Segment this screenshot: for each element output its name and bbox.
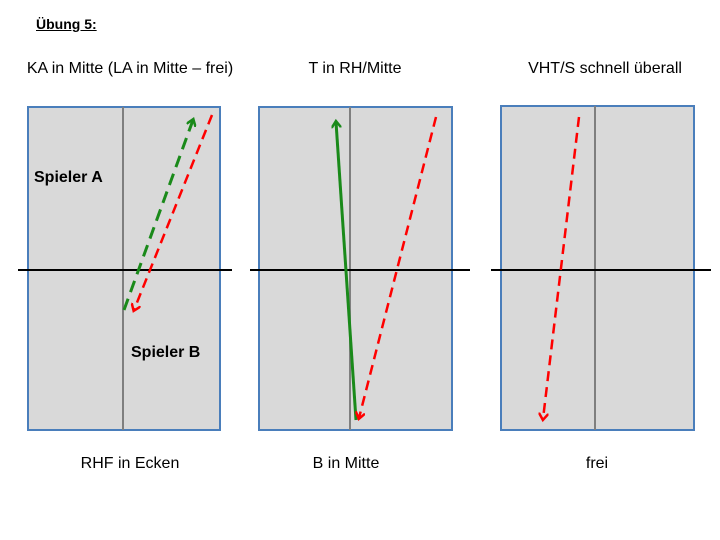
table-3 bbox=[491, 105, 711, 431]
player-a-label: Spieler A bbox=[34, 169, 103, 186]
table-1 bbox=[18, 106, 232, 431]
table-3-red-arrow bbox=[543, 116, 581, 419]
table-3-surface bbox=[500, 105, 695, 431]
drill-2-caption: B in Mitte bbox=[312, 455, 380, 472]
drill-3-title: VHT/S schnell überall bbox=[528, 60, 682, 77]
player-b-label: Spieler B bbox=[131, 344, 201, 361]
table-1-green-arrow bbox=[122, 120, 193, 311]
table-2 bbox=[250, 106, 470, 431]
drill-2-title: T in RH/Mitte bbox=[308, 60, 402, 77]
drill-1-title: KA in Mitte (LA in Mitte – frei) bbox=[26, 60, 234, 77]
drill-3-caption: frei bbox=[585, 455, 609, 472]
table-1-red-arrow bbox=[134, 114, 214, 310]
slide-title: Übung 5: bbox=[36, 16, 97, 32]
table-2-green-arrow bbox=[336, 122, 358, 421]
table-2-surface bbox=[258, 106, 453, 431]
drill-1-caption: RHF in Ecken bbox=[80, 455, 180, 472]
table-2-red-arrow bbox=[359, 116, 438, 418]
